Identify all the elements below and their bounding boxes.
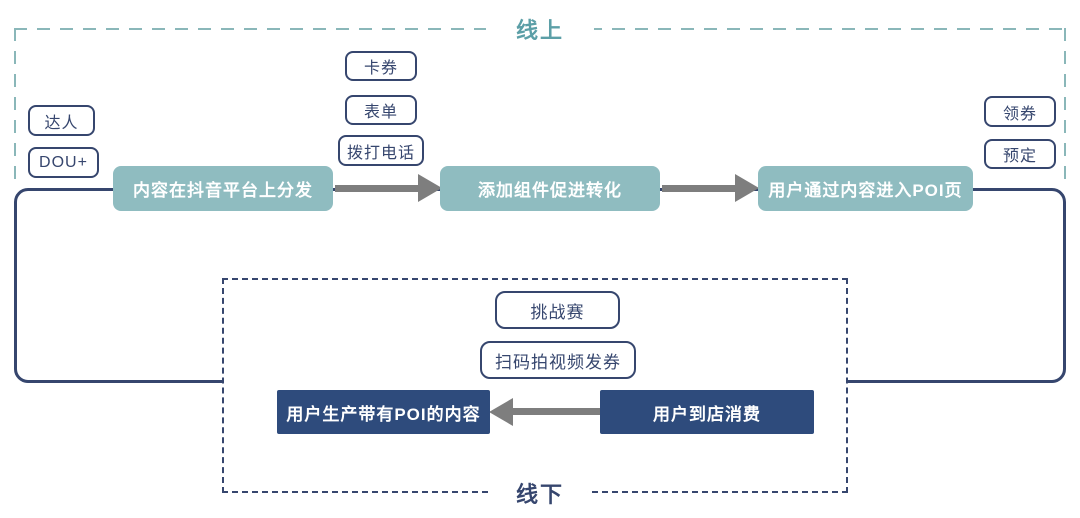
arrow-right-icon <box>735 174 759 202</box>
arrow-components-to-poi-shaft <box>662 185 736 192</box>
tag-challenge-contest: 挑战赛 <box>495 291 620 329</box>
offline-box-user-produce-poi-content: 用户生产带有POI的内容 <box>277 390 490 434</box>
online-region-border-left <box>14 28 16 189</box>
tag-form: 表单 <box>345 95 417 125</box>
tag-claim-coupon: 领券 <box>984 96 1056 127</box>
tag-dou-plus: DOU+ <box>28 147 99 178</box>
online-section-label: 线上 <box>485 13 595 45</box>
offline-section-label: 线下 <box>491 477 589 509</box>
flow-box-enter-poi-page: 用户通过内容进入POI页 <box>758 166 973 211</box>
offline-region-border <box>222 278 848 493</box>
tag-scan-code-video-coupon: 扫码拍视频发券 <box>480 341 636 379</box>
tag-coupon-card: 卡券 <box>345 51 417 81</box>
flow-box-add-components: 添加组件促进转化 <box>440 166 660 211</box>
offline-box-user-store-consume: 用户到店消费 <box>600 390 814 434</box>
arrow-distribution-to-components-shaft <box>335 185 419 192</box>
tag-reservation: 预定 <box>984 139 1056 169</box>
tag-influencer: 达人 <box>28 105 95 136</box>
arrow-left-icon <box>489 398 513 426</box>
flow-box-content-distribution: 内容在抖音平台上分发 <box>113 166 333 211</box>
online-region-border-right <box>1064 28 1066 189</box>
tag-phone-call: 拨打电话 <box>338 135 424 166</box>
arrow-right-icon <box>418 174 442 202</box>
arrow-consume-to-produce-shaft <box>512 408 600 415</box>
